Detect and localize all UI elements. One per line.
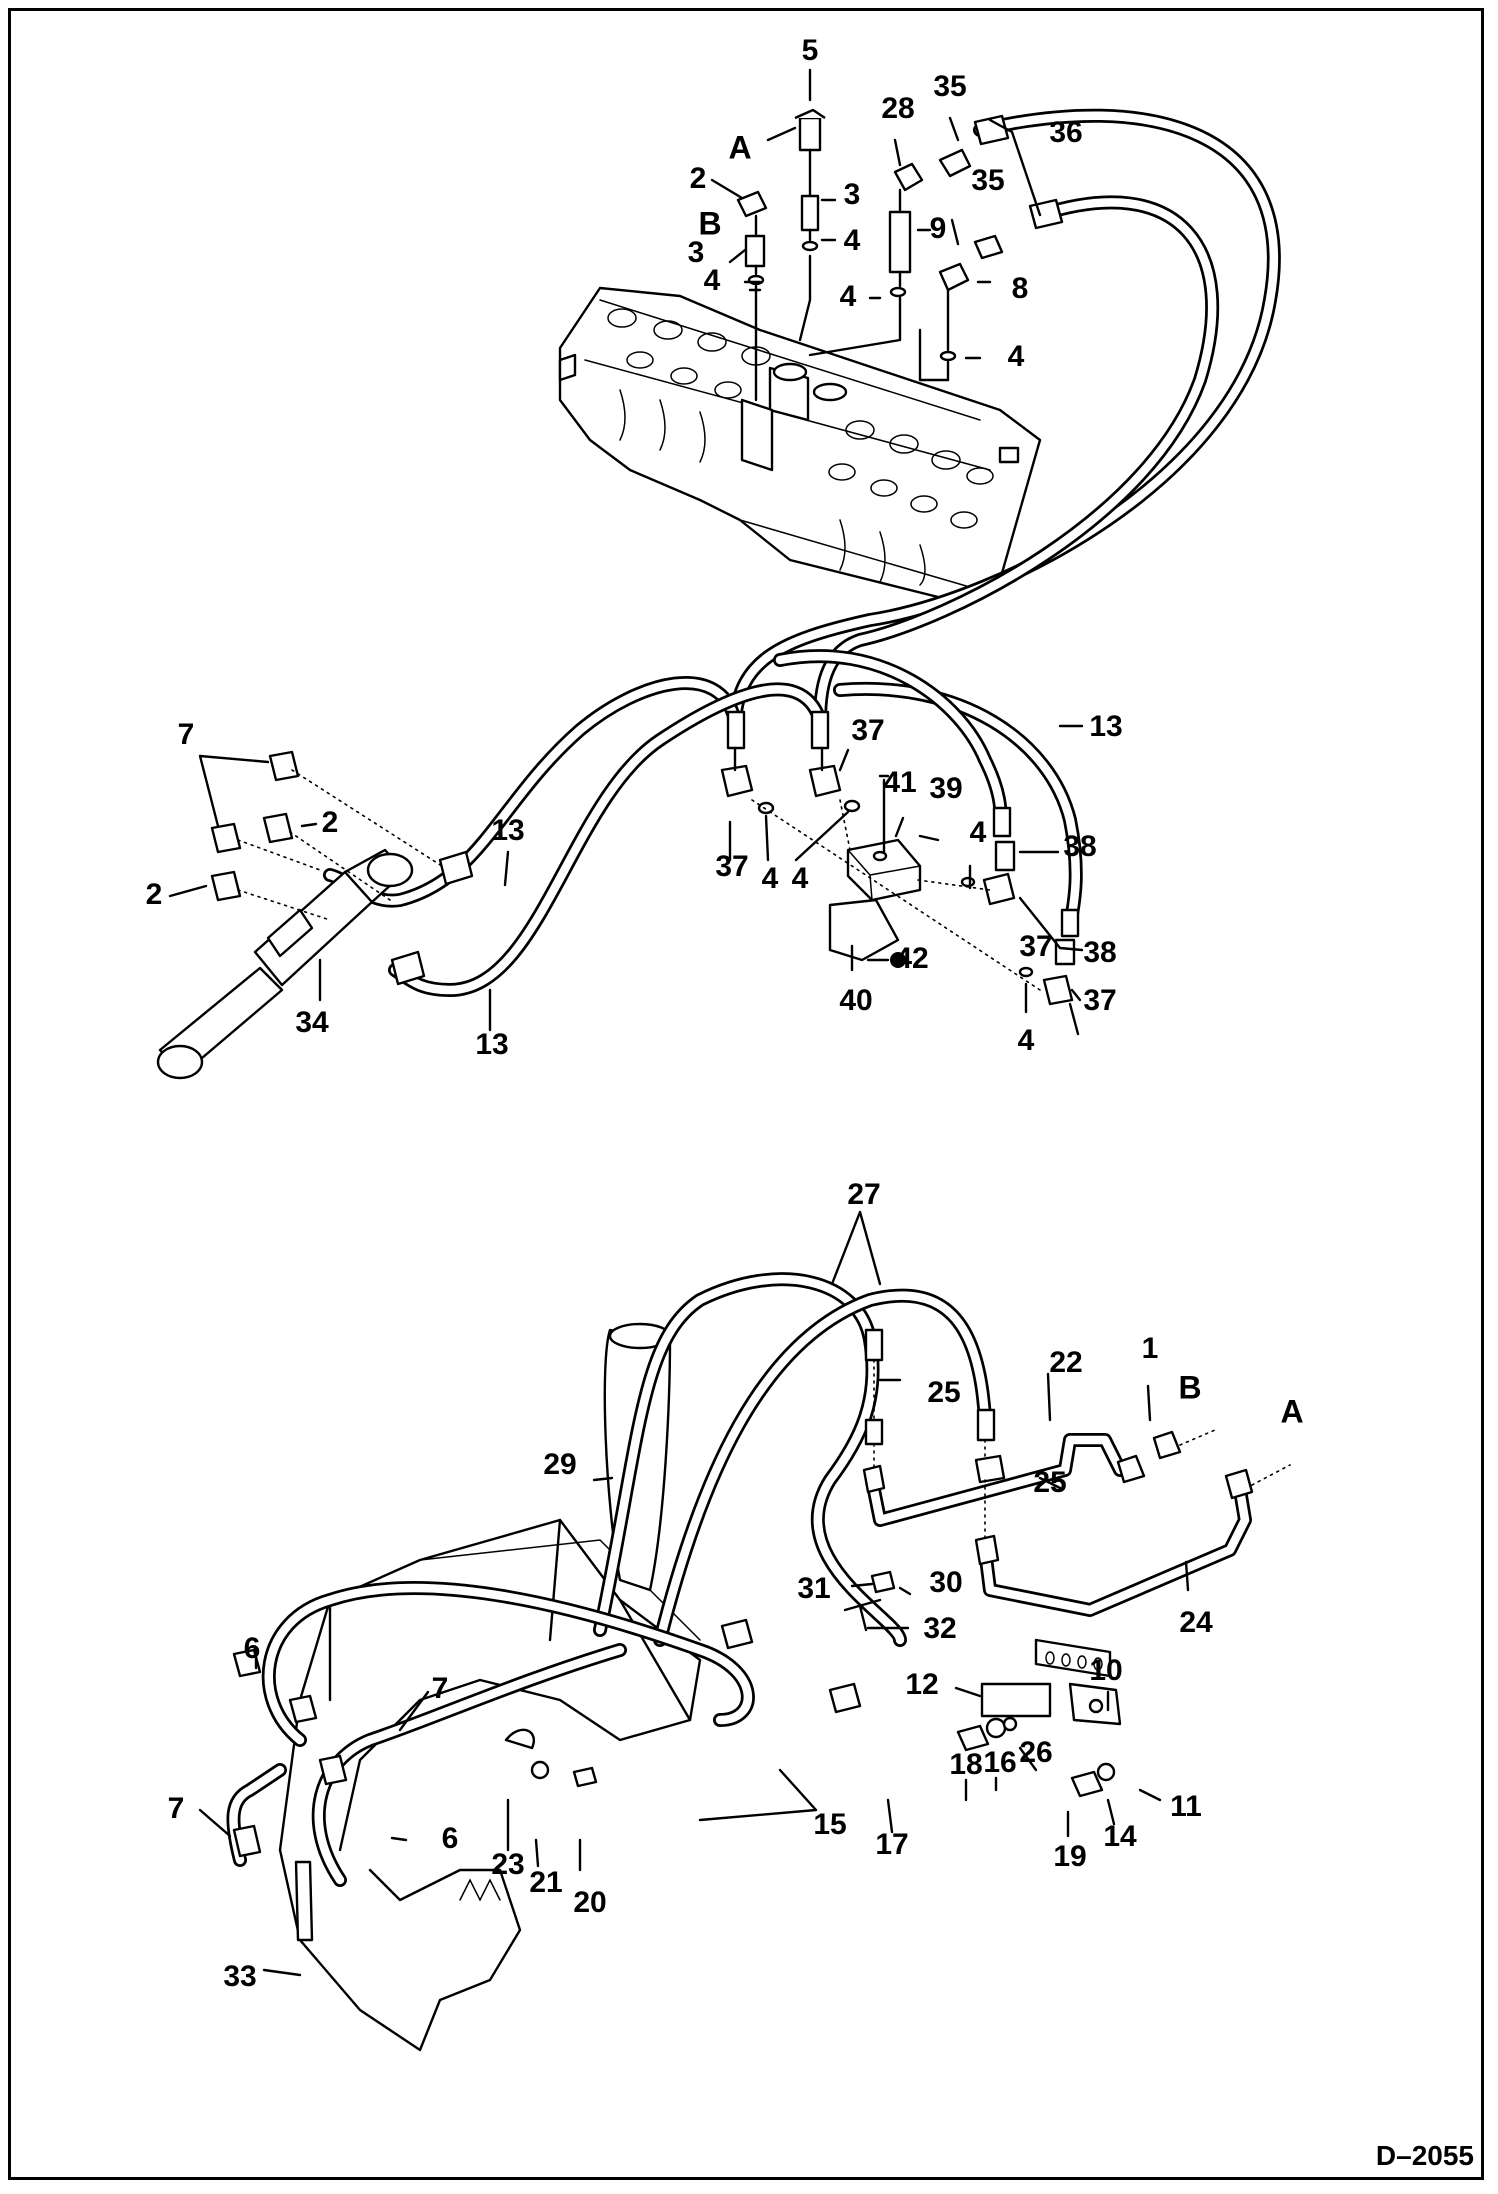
callout-2-upper-a: 2 (690, 162, 707, 195)
callout-4-upper-b: 4 (704, 264, 721, 297)
callout-30: 30 (929, 1566, 962, 1599)
callout-3-upper-b: 3 (688, 236, 705, 269)
hoses-27 (593, 1272, 996, 1647)
callout-38-a: 38 (1063, 830, 1096, 863)
callout-14: 14 (1103, 1820, 1137, 1853)
callout-35-b: 35 (971, 164, 1004, 197)
callout-16: 16 (983, 1746, 1016, 1779)
callout-35-a: 35 (933, 70, 966, 103)
leader-lines (168, 68, 1190, 1977)
callout-7-lower-a: 7 (168, 1792, 185, 1825)
callout-18: 18 (949, 1748, 982, 1781)
callout-23: 23 (491, 1848, 524, 1881)
callout-38-b: 38 (1083, 936, 1116, 969)
control-valve (558, 286, 1042, 602)
callout-40: 40 (839, 984, 872, 1017)
callout-A-upper: A (728, 129, 751, 165)
callout-10: 10 (1089, 1654, 1122, 1687)
callout-4-upper-d: 4 (1008, 340, 1025, 373)
lower-assembly (226, 1272, 1291, 2052)
callout-21: 21 (529, 1866, 562, 1899)
callout-4-upper-a: 4 (844, 224, 861, 257)
callout-11: 11 (1170, 1790, 1202, 1823)
callout-3-upper-a: 3 (844, 178, 861, 211)
callout-4-upper-g: 4 (970, 816, 987, 849)
callout-31: 31 (797, 1572, 830, 1605)
callout-34: 34 (295, 1006, 329, 1039)
callout-42: 42 (895, 942, 928, 975)
manifold-block (720, 746, 1076, 1006)
sheet-border (8, 8, 1484, 2180)
callout-A-lower: A (1280, 1393, 1303, 1429)
callout-27: 27 (847, 1178, 880, 1211)
callout-32: 32 (923, 1612, 956, 1645)
callout-25-b: 25 (1033, 1466, 1066, 1499)
callouts-lower: 27 1 B A 22 25 25 29 24 31 30 32 10 12 6… (168, 1178, 1304, 1993)
callout-2-upper-c: 2 (146, 878, 163, 911)
callout-13-c: 13 (1089, 710, 1122, 743)
hoses-13 (323, 649, 1083, 997)
callout-B-lower: B (1178, 1369, 1201, 1405)
callout-4-upper-e: 4 (762, 862, 779, 895)
callout-29: 29 (543, 1448, 576, 1481)
callout-33: 33 (223, 1960, 256, 1993)
callout-6-b: 6 (442, 1822, 459, 1855)
cylinder-34 (156, 750, 446, 1080)
callout-6-a: 6 (244, 1632, 261, 1665)
callout-36: 36 (1049, 116, 1082, 149)
callout-B-upper: B (698, 205, 721, 241)
callout-28: 28 (881, 92, 914, 125)
callout-39: 39 (929, 772, 962, 805)
callout-24: 24 (1179, 1606, 1213, 1639)
arm-hoses (226, 1581, 862, 1942)
callout-5: 5 (802, 34, 819, 67)
callout-1: 1 (1142, 1332, 1159, 1365)
callout-4-upper-f: 4 (792, 862, 809, 895)
upper-assembly (156, 108, 1281, 1080)
callout-25-a: 25 (927, 1376, 960, 1409)
callout-9: 9 (930, 212, 947, 245)
drawing-number: D–2055 (1375, 2140, 1474, 2171)
callout-7-upper: 7 (178, 718, 195, 751)
callout-37-a: 37 (851, 714, 884, 747)
callout-41: 41 (883, 766, 916, 799)
callout-22: 22 (1049, 1346, 1082, 1379)
callout-13-a: 13 (491, 814, 524, 847)
callout-4-upper-c: 4 (840, 280, 857, 313)
callout-20: 20 (573, 1886, 606, 1919)
callout-26: 26 (1019, 1736, 1052, 1769)
callout-17: 17 (875, 1828, 908, 1861)
callout-8: 8 (1012, 272, 1029, 305)
callout-15: 15 (813, 1808, 846, 1841)
callout-19: 19 (1053, 1840, 1086, 1873)
valve-hoses-36 (728, 108, 1281, 727)
callout-7-lower-b: 7 (432, 1672, 449, 1705)
callout-2-upper-b: 2 (322, 806, 339, 839)
callout-13-b: 13 (475, 1028, 508, 1061)
callout-12: 12 (905, 1668, 938, 1701)
callout-4-upper-h: 4 (1018, 1024, 1035, 1057)
callout-37-d: 37 (1083, 984, 1116, 1017)
valve-fittings (736, 108, 1004, 402)
callout-37-c: 37 (1019, 930, 1052, 963)
callouts-upper: 5 A 2 3 B 3 4 4 28 35 36 35 9 8 4 4 7 2 … (146, 34, 1123, 1061)
callout-37-b: 37 (715, 850, 748, 883)
tubes-22-24 (862, 1359, 1291, 1617)
